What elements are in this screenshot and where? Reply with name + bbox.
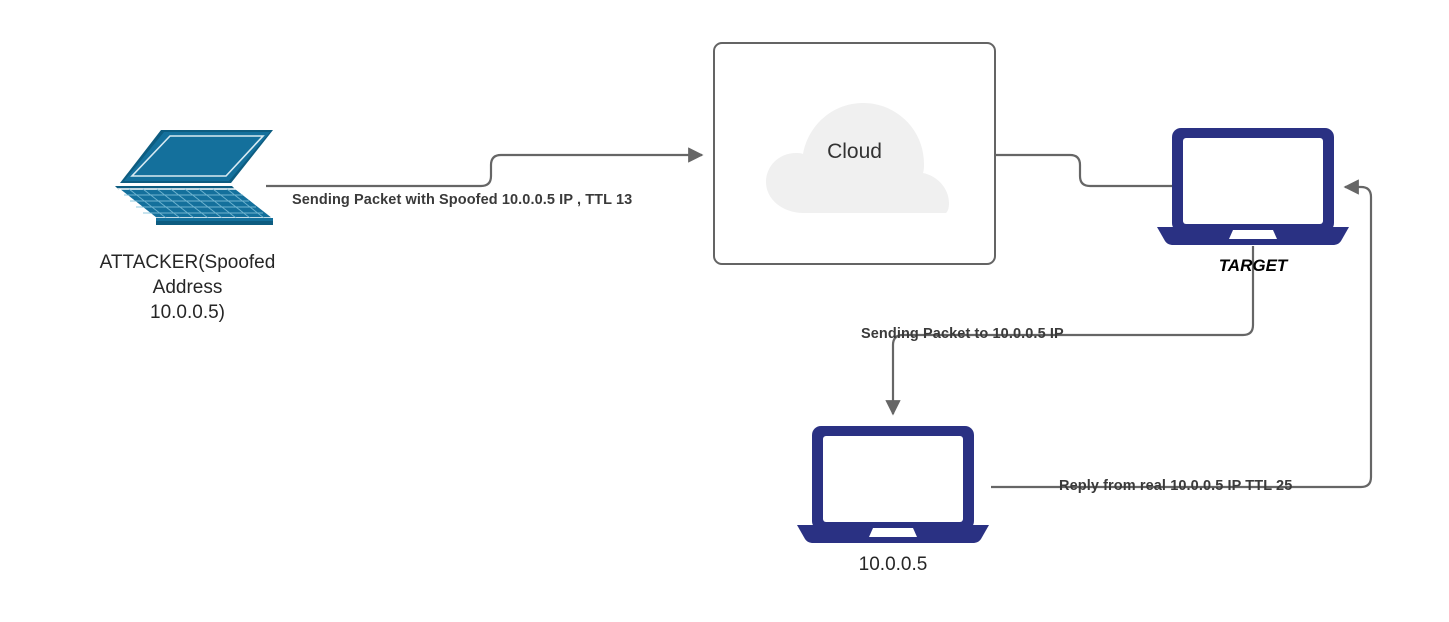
edge-label-attacker-to-cloud: Sending Packet with Spoofed 10.0.0.5 IP … [292, 192, 633, 208]
attacker-laptop-icon [110, 126, 278, 226]
victim-laptop-icon [795, 424, 991, 544]
edge-cloud-to-target [996, 153, 1172, 188]
cloud-label: Cloud [827, 140, 882, 163]
edge-attacker-to-cloud [266, 147, 704, 188]
target-laptop-icon [1155, 126, 1351, 246]
edge-target-to-victim [885, 246, 1255, 416]
target-label: TARGET [1218, 256, 1288, 275]
edge-label-victim-to-target: Reply from real 10.0.0.5 IP TTL 25 [1059, 478, 1293, 494]
cloud-icon [766, 103, 949, 213]
edge-label-target-to-victim: Sending Packet to 10.0.0.5 IP [861, 326, 1064, 342]
victim-label: 10.0.0.5 [858, 554, 928, 575]
edge-victim-to-target [991, 179, 1373, 489]
attacker-label: ATTACKER(Spoofed Address 10.0.0.5) [99, 252, 276, 323]
